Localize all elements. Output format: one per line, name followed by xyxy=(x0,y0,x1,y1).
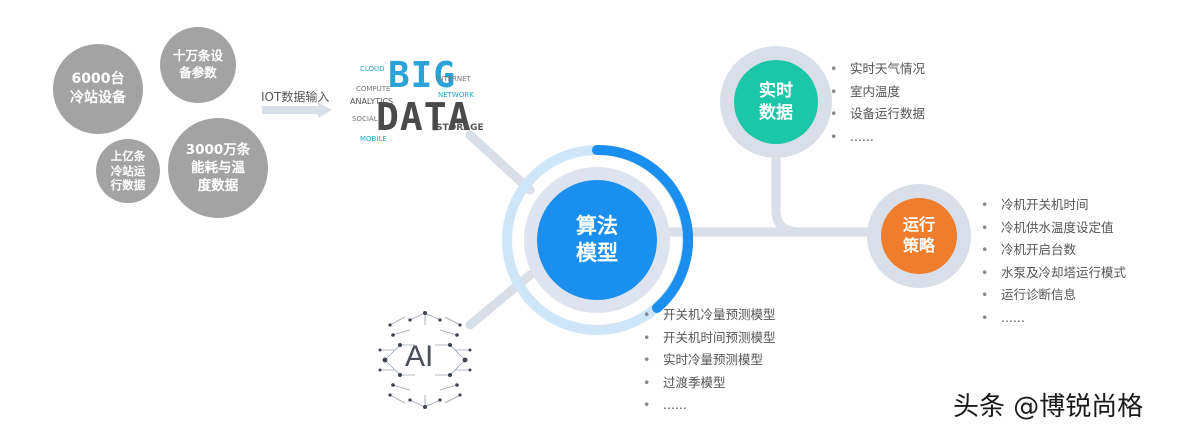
ai-brain-graphic xyxy=(378,311,472,409)
center-label: 算法 模型 xyxy=(576,213,618,265)
list-item: 开关机冷量预测模型 xyxy=(643,304,776,327)
list-item: 实时冷量预测模型 xyxy=(643,349,776,372)
word-compute: COMPUTE xyxy=(356,85,391,93)
list-item: ...... xyxy=(643,394,776,417)
watermark: 头条 @博锐尚格 xyxy=(953,392,1144,422)
realtime-label: 实时 数据 xyxy=(759,80,793,123)
data-text: DATA xyxy=(376,95,472,139)
bubble-devices: 6000台 冷站设备 xyxy=(53,44,143,134)
list-item: 冷机开关机时间 xyxy=(981,194,1126,217)
word-cloud: CLOUD xyxy=(360,65,385,73)
word-mobile: MOBILE xyxy=(360,135,387,143)
bubble-operation-data: 上亿条 冷站运 行数据 xyxy=(96,139,160,203)
strategy-label: 运行 策略 xyxy=(902,215,935,255)
iot-input-label: IOT数据输入 xyxy=(261,90,330,104)
ai-label: AI xyxy=(405,340,434,373)
list-item: ...... xyxy=(830,126,925,149)
big-data-cloud: BIG DATA ANALYTICS STORAGE COMPUTE CLOUD… xyxy=(350,55,484,155)
realtime-list: 实时天气情况 室内温度 设备运行数据 ...... xyxy=(830,58,925,148)
word-social: SOCIAL xyxy=(352,115,378,123)
list-item: 水泵及冷却塔运行模式 xyxy=(981,262,1126,285)
big-text: BIG xyxy=(388,55,457,96)
center-model-list: 开关机冷量预测模型 开关机时间预测模型 实时冷量预测模型 过渡季模型 .....… xyxy=(643,304,776,417)
list-item: ...... xyxy=(981,307,1126,330)
list-item: 室内温度 xyxy=(830,81,925,104)
word-analytics: ANALYTICS xyxy=(350,97,394,106)
list-item: 实时天气情况 xyxy=(830,58,925,81)
bubble-parameters: 十万条设 备参数 xyxy=(160,27,236,103)
word-storage: STORAGE xyxy=(436,123,484,133)
list-item: 设备运行数据 xyxy=(830,103,925,126)
word-network: NETWORK xyxy=(438,91,474,99)
list-item: 过渡季模型 xyxy=(643,372,776,395)
bubble-energy-data: 3000万条 能耗与温 度数据 xyxy=(168,118,268,218)
strategy-ring xyxy=(867,184,971,288)
list-item: 冷机开启台数 xyxy=(981,239,1126,262)
word-internet: INTERNET xyxy=(436,75,471,83)
strategy-list: 冷机开关机时间 冷机供水温度设定值 冷机开启台数 水泵及冷却塔运行模式 运行诊断… xyxy=(981,194,1126,329)
list-item: 冷机供水温度设定值 xyxy=(981,217,1126,240)
list-item: 开关机时间预测模型 xyxy=(643,327,776,350)
realtime-ring xyxy=(720,46,832,158)
list-item: 运行诊断信息 xyxy=(981,284,1126,307)
center-ring xyxy=(502,144,694,335)
